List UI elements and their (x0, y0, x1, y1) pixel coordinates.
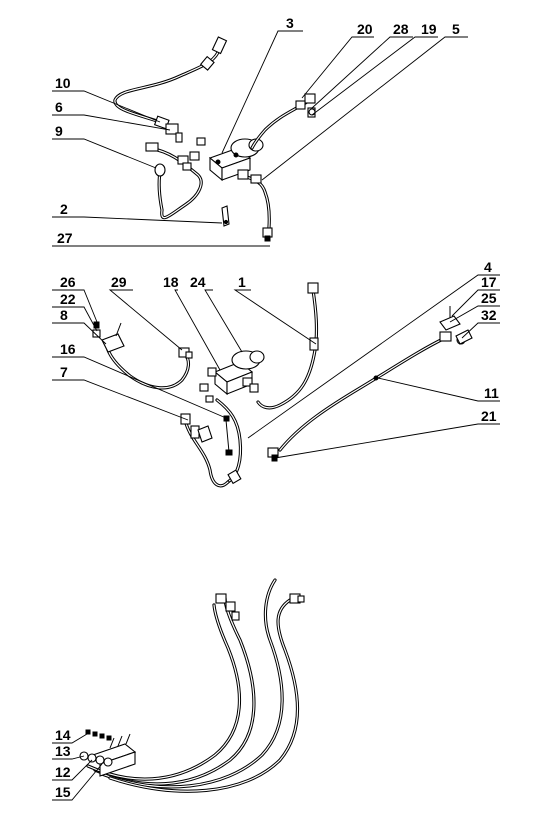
manifold-block (79, 729, 137, 777)
hose-10 (113, 36, 228, 130)
callout-20: 20 (357, 21, 373, 37)
clamp-17-25 (439, 306, 473, 345)
top-assembly (113, 36, 316, 242)
callout-32: 32 (481, 307, 497, 323)
callout-17: 17 (481, 274, 497, 290)
clip-2 (221, 205, 230, 227)
fitting-6 (165, 123, 183, 143)
callout-27: 27 (57, 230, 73, 246)
callout-16: 16 (60, 341, 76, 357)
hose-16 (215, 398, 243, 485)
hose-5 (237, 169, 273, 242)
hose-7 (180, 413, 230, 488)
callout-2: 2 (60, 201, 68, 217)
fitting-28 (307, 107, 316, 118)
callout-12: 12 (55, 764, 71, 780)
callout-5: 5 (452, 21, 460, 37)
callout-25: 25 (481, 290, 497, 306)
callout-4: 4 (484, 259, 492, 275)
middle-assembly (92, 282, 473, 488)
callout-10: 10 (55, 75, 71, 91)
hose-1 (256, 282, 319, 410)
callout-24: 24 (190, 274, 206, 290)
callout-19: 19 (421, 21, 437, 37)
callout-15: 15 (55, 784, 71, 800)
callout-7: 7 (60, 364, 68, 380)
hose-29 (106, 347, 193, 390)
callout-29: 29 (111, 274, 127, 290)
nut-top-1 (196, 137, 206, 146)
hose-11 (267, 331, 452, 462)
valve-18-24 (199, 350, 265, 403)
callout-28: 28 (393, 21, 409, 37)
hose-bundle (86, 578, 305, 793)
callout-14: 14 (55, 727, 71, 743)
callout-1: 1 (238, 274, 246, 290)
hose-20 (250, 93, 316, 150)
callout-21: 21 (481, 408, 497, 424)
callout-6: 6 (55, 99, 63, 115)
hose-9 (145, 142, 203, 220)
leader-lines (52, 30, 500, 801)
callout-labels: 3 20 28 19 5 10 6 9 2 27 4 26 29 18 24 1… (55, 15, 499, 800)
callout-22: 22 (60, 291, 76, 307)
bottom-assembly (79, 578, 305, 793)
callout-13: 13 (55, 743, 71, 759)
callout-11: 11 (484, 385, 499, 401)
callout-3: 3 (286, 15, 294, 31)
callout-26: 26 (60, 274, 76, 290)
valve-3 (208, 138, 264, 182)
bracket-8 (92, 321, 125, 353)
callout-9: 9 (55, 123, 63, 139)
nut-top-2 (189, 151, 200, 161)
callout-8: 8 (60, 307, 68, 323)
callout-18: 18 (163, 274, 179, 290)
